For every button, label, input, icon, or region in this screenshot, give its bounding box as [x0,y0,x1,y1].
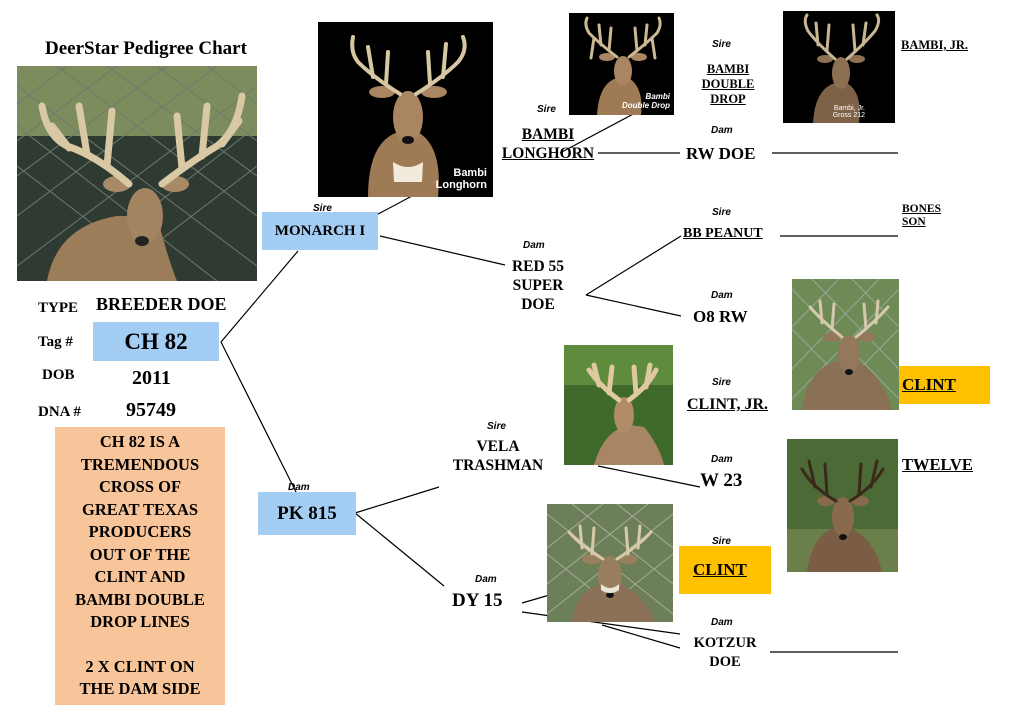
description-line: GREAT TEXAS [82,499,198,519]
sdds-name-box: CLINT [898,366,990,404]
description-box: CH 82 IS A TREMENDOUS CROSS OF GREAT TEX… [55,427,225,705]
sire-relation-label: Sire [313,203,332,214]
dd-sire-relation-label: Sire [712,536,731,547]
ds-sire-name: CLINT, JR. [687,396,769,413]
dob-label: DOB [42,367,75,383]
dam-dam-name: DY 15 [452,590,503,611]
dd-sire-name-box: CLINT [679,546,771,594]
description-note-line: THE DAM SIDE [79,679,201,698]
bambi-longhorn-caption-line2: Longhorn [435,178,487,191]
dam-sire-name: VELA TRASHMAN [452,438,544,474]
bambi-longhorn-caption-line1: Bambi [453,166,487,179]
ds-dam-name: W 23 [700,470,743,491]
sss-name: BAMBI, JR. [901,38,969,52]
twelve-photo [787,439,898,572]
subject-photo [17,66,257,281]
dob-value: 2011 [132,367,171,389]
description-line: CROSS OF [98,477,182,496]
o8rw-sire-photo [792,279,899,410]
description-line: CLINT AND [94,567,186,586]
description-line: PRODUCERS [88,522,192,541]
ds-sire-relation-label: Sire [712,377,731,388]
bambi-jr-caption-line1: Bambi, Jr. [833,104,865,112]
dd-dam-relation-label: Dam [711,617,733,628]
bambi-jr-photo: Bambi, Jr. Gross 212 [783,11,895,123]
sire-sire-name: BAMBI LONGHORN [501,126,595,162]
sd-sire-name: BB PEANUT [683,226,763,241]
ss-dam-relation-label: Dam [711,125,733,136]
sire-name-box: MONARCH I [262,212,378,250]
bambi-longhorn-photo: Bambi Longhorn [318,22,493,197]
ds-dam-relation-label: Dam [711,454,733,465]
sire-sire-relation-label: Sire [537,104,556,115]
type-label: TYPE [38,300,79,316]
bambi-jr-caption-line2: Gross 212 [832,112,865,120]
bambi-double-drop-photo: Bambi Double Drop [569,13,674,115]
dna-label: DNA # [38,404,81,420]
sire-dam-name: RED 55 SUPER DOE [511,258,565,313]
dna-value: 95749 [126,399,176,421]
tag-value-box: CH 82 [93,322,219,361]
ss-sire-relation-label: Sire [712,39,731,50]
page-title: DeerStar Pedigree Chart [45,38,247,59]
ss-sire-name: BAMBI DOUBLE DROP [701,62,755,106]
description-line: OUT OF THE [89,544,191,564]
dam-relation-label: Dam [288,482,310,493]
sd-dam-name: O8 RW [693,307,748,326]
dds-name: TWELVE [902,455,973,474]
description-line: DROP LINES [90,612,190,631]
description-line: TREMENDOUS [80,454,200,474]
tag-label: Tag # [38,334,73,350]
sd-sire-relation-label: Sire [712,207,731,218]
sire-dam-relation-label: Dam [523,240,545,251]
dd-dam-name: KOTZUR DOE [693,635,757,670]
description-line: CH 82 IS A [99,432,181,451]
clint-photo [547,504,673,622]
description-note-line: 2 X CLINT ON [85,656,195,676]
vela-trashman-photo [564,345,673,465]
sds-name: BONES SON [902,203,941,228]
sd-dam-relation-label: Dam [711,290,733,301]
dam-sire-relation-label: Sire [487,421,506,432]
description-line: BAMBI DOUBLE [75,589,205,609]
bambi-double-drop-caption-line2: Double Drop [622,101,670,111]
ss-dam-name: RW DOE [686,144,756,163]
dam-name-box: PK 815 [258,492,356,535]
bambi-double-drop-caption-line1: Bambi [645,92,670,102]
dam-dam-relation-label: Dam [475,574,497,585]
type-value: BREEDER DOE [96,294,227,314]
